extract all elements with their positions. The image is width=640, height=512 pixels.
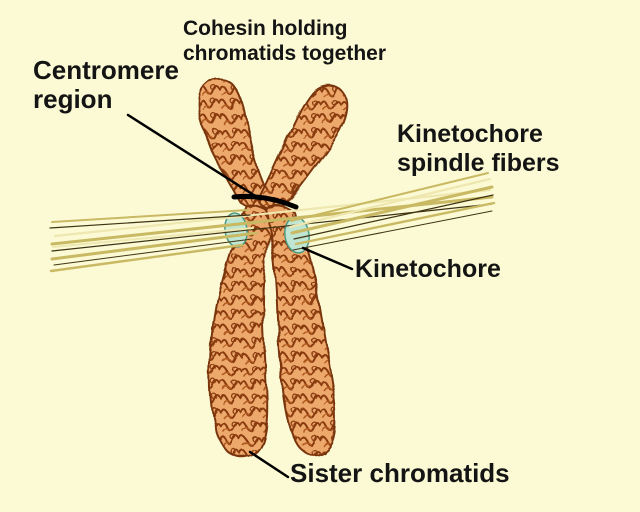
- label-spindle-line1: Kinetochore: [397, 120, 543, 148]
- label-kinetochore-text: Kinetochore: [355, 255, 501, 283]
- spindle-fibers: [49, 172, 496, 273]
- cohesin-band: [231, 193, 299, 210]
- chromatid-arm-bottom-left: [208, 204, 275, 459]
- label-cohesin-line2: chromatids together: [183, 42, 387, 65]
- leader-kinetochore: [301, 246, 354, 271]
- chromatid-arm-top-right: [257, 83, 348, 211]
- label-spindle-line2: spindle fibers: [397, 149, 560, 177]
- label-sister-text: Sister chromatids: [290, 458, 510, 488]
- label-centromere-line1: Centromere: [33, 55, 179, 85]
- label-cohesin: Cohesin holding chromatids together: [183, 16, 386, 66]
- label-cohesin-line1: Cohesin holding: [183, 17, 348, 40]
- label-kinetochore: Kinetochore: [355, 255, 501, 284]
- leader-centromere: [126, 113, 262, 201]
- chromosome-body: [197, 77, 348, 459]
- leader-lines: [126, 113, 354, 479]
- label-centromere-region: Centromere region: [33, 56, 179, 114]
- label-centromere-line2: region: [33, 84, 113, 114]
- leader-sister-chromatids: [248, 450, 290, 479]
- label-sister-chromatids: Sister chromatids: [290, 459, 510, 488]
- label-kinetochore-spindle-fibers: Kinetochore spindle fibers: [397, 120, 560, 178]
